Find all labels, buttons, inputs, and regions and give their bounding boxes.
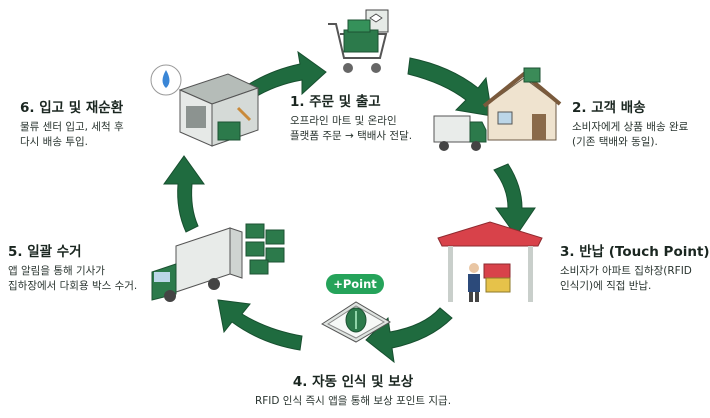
- house-delivery-icon: [433, 67, 562, 151]
- step-2-title: 2. 고객 배송: [572, 100, 646, 116]
- step-6-desc-line-2: 다시 배송 투입.: [20, 136, 88, 148]
- step-2: 2. 고객 배송 소비자에게 상품 배송 완료 (기존 택배와 동일).: [572, 96, 688, 150]
- step-2-desc-line-2: (기존 택배와 동일).: [572, 136, 658, 148]
- step-3-desc-line-2: 인식기)에 직접 반납.: [560, 280, 652, 292]
- phone-coin-icon: [321, 301, 391, 343]
- step-2-desc-line-1: 소비자에게 상품 배송 완료: [572, 121, 689, 133]
- step-3-title: 3. 반납 (Touch Point): [560, 244, 710, 260]
- arrow-5-to-6: [163, 155, 205, 233]
- step-1-desc-line-2: 플랫폼 주문 → 택배사 전달.: [290, 130, 413, 142]
- arrow-4-to-5: [217, 299, 303, 351]
- step-3-desc-line-1: 소비자가 아파트 집하장(RFID: [560, 265, 692, 277]
- step-4-title: 4. 자동 인식 및 보상: [292, 374, 414, 390]
- step-5-desc-line-2: 집하장에서 다회용 박스 수거.: [8, 280, 138, 292]
- shopping-cart-icon: [328, 9, 389, 73]
- arrow-1-to-2: [407, 57, 493, 117]
- step-5-title: 5. 일괄 수거: [8, 244, 82, 260]
- pickup-station-icon: [437, 221, 543, 302]
- step-1: 1. 주문 및 출고 오프라인 마트 및 온라인 플랫폼 주문 → 택배사 전달…: [290, 90, 412, 144]
- step-4: 4. 자동 인식 및 보상 RFID 인식 즉시 앱을 통해 보상 포인트 지급…: [238, 370, 468, 409]
- step-3: 3. 반납 (Touch Point) 소비자가 아파트 집하장(RFID 인식…: [560, 240, 710, 294]
- step-4-desc-line-1: RFID 인식 즉시 앱을 통해 보상 포인트 지급.: [254, 395, 452, 407]
- step-6: 6. 입고 및 재순환 물류 센터 입고, 세척 후 다시 배송 투입.: [20, 96, 124, 150]
- step-6-desc-line-1: 물류 센터 입고, 세척 후: [20, 121, 124, 133]
- warehouse-icon: [150, 64, 260, 147]
- point-bubble: +Point: [326, 274, 384, 294]
- step-5: 5. 일괄 수거 앱 알림을 통해 기사가 집하장에서 다회용 박스 수거.: [8, 240, 137, 294]
- step-5-desc-line-1: 앱 알림을 통해 기사가: [8, 265, 105, 277]
- collection-truck-icon: [151, 223, 285, 302]
- step-1-title: 1. 주문 및 출고: [290, 94, 381, 110]
- step-6-title: 6. 입고 및 재순환: [20, 100, 124, 116]
- arrow-2-to-3: [493, 163, 536, 237]
- step-1-desc-line-1: 오프라인 마트 및 온라인: [290, 115, 397, 127]
